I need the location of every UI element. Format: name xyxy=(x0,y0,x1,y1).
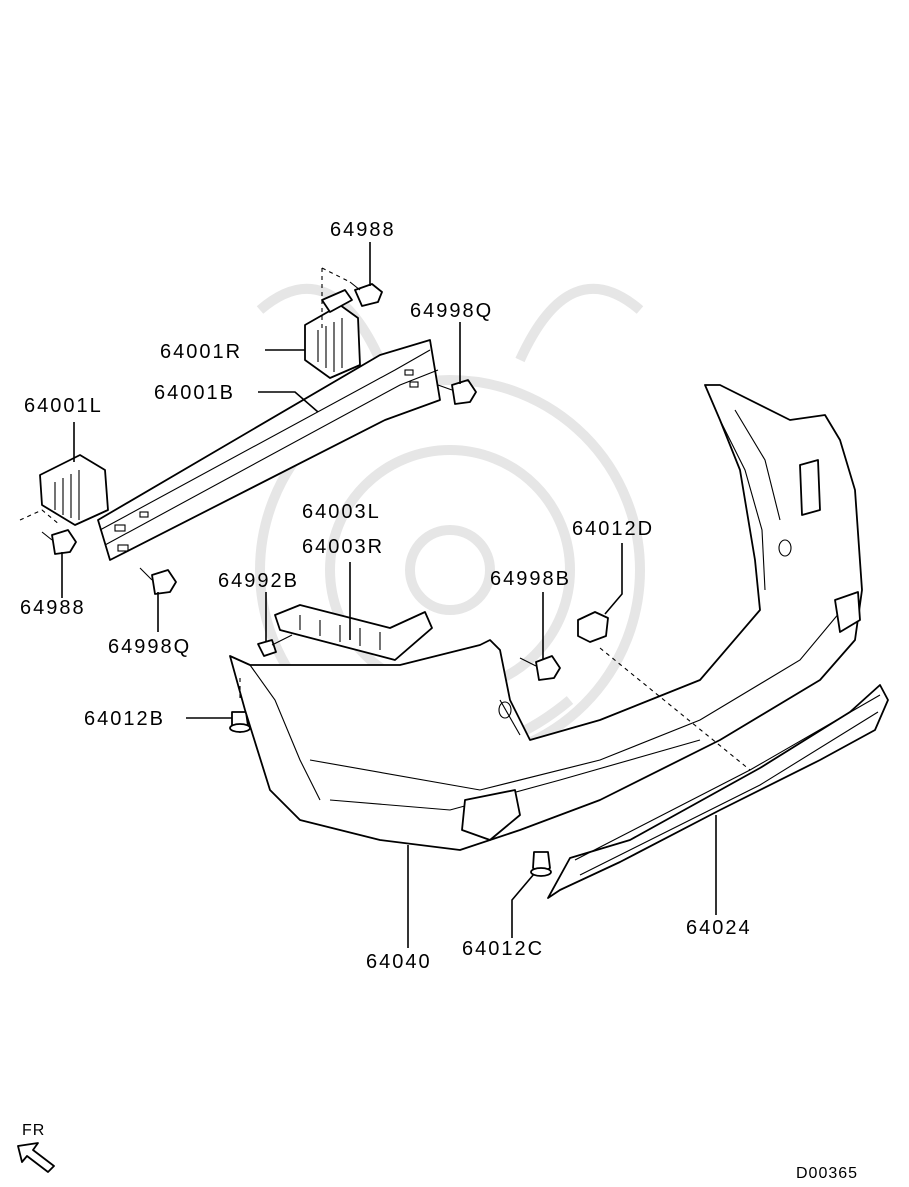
label-64998q-top: 64998Q xyxy=(410,300,493,322)
label-64003r: 64003R xyxy=(302,536,384,558)
fr-arrow-icon xyxy=(17,1142,55,1173)
clip-64012d xyxy=(577,611,609,643)
leader-lines xyxy=(61,242,717,948)
label-64024: 64024 xyxy=(686,917,752,939)
lower-garnish xyxy=(547,684,889,899)
label-64992b: 64992B xyxy=(218,570,299,592)
bolt-64988-left xyxy=(41,529,77,555)
screw-64992b xyxy=(257,634,293,657)
dashed-guides xyxy=(19,267,751,771)
bumper-cover xyxy=(229,384,863,851)
bracket-left xyxy=(39,454,109,526)
label-64001r: 64001R xyxy=(160,341,242,363)
label-64998b: 64998B xyxy=(490,568,571,590)
label-64001l: 64001L xyxy=(24,395,103,417)
label-64998q-left: 64998Q xyxy=(108,636,191,658)
label-64988-left: 64988 xyxy=(20,597,86,619)
bolt-64998q-right xyxy=(437,379,477,405)
label-64012b: 64012B xyxy=(84,708,165,730)
part-labels: 64988 64998Q 64001R 64001B 64001L 64988 … xyxy=(20,219,752,973)
bolt-64998b xyxy=(519,655,561,681)
label-64003l: 64003L xyxy=(302,501,381,523)
clip-64012c xyxy=(530,851,552,877)
reinforcement-beam xyxy=(97,339,441,561)
diagram-code: D00365 xyxy=(796,1165,858,1182)
label-64012c: 64012C xyxy=(462,938,544,960)
label-64040: 64040 xyxy=(366,951,432,973)
fr-indicator: FR xyxy=(17,1122,55,1173)
label-64001b: 64001B xyxy=(154,382,235,404)
label-64988-top: 64988 xyxy=(330,219,396,241)
bumper-retainer xyxy=(274,604,433,661)
fr-label: FR xyxy=(22,1122,45,1139)
bolt-64988-top xyxy=(349,281,383,307)
label-64012d: 64012D xyxy=(572,518,654,540)
clip-64012b xyxy=(229,711,251,733)
bolt-64998q-left xyxy=(139,567,177,595)
bracket-right xyxy=(304,289,361,379)
